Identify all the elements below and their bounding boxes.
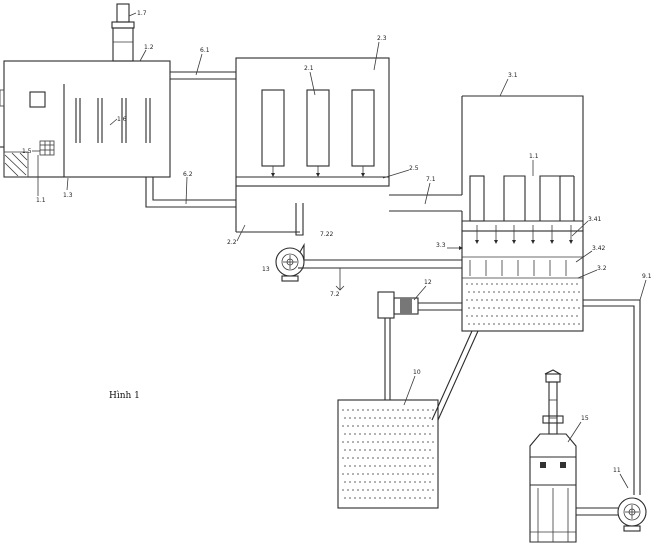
fan-11-base [623, 525, 641, 532]
tray-3 [351, 89, 375, 167]
pipe-7-1 [389, 194, 462, 212]
drying-chamber [235, 57, 390, 233]
return-pipe [431, 330, 479, 421]
drying-chamber-body [235, 57, 390, 187]
leader-lines [32, 12, 647, 489]
scrubber-body [529, 433, 577, 543]
fan-11-rotor [623, 503, 641, 521]
label-3-42: 3.42 [592, 245, 606, 252]
label-6-1: 6.1 [200, 47, 210, 54]
fan-13-rotor [281, 253, 299, 271]
label-2-2: 2.2 [227, 239, 237, 246]
label-6-2: 6.2 [183, 171, 193, 178]
stack-collar [545, 373, 561, 383]
furnace-body [3, 60, 171, 178]
label-9-1: 9.1 [642, 273, 652, 280]
spray-nozzles [469, 260, 567, 276]
label-1-7: 1.7 [137, 10, 147, 17]
fan-13 [275, 203, 462, 291]
scrubber-port-right [560, 462, 566, 468]
pipe-6-1 [170, 71, 236, 80]
labels: 1.7 1.2 6.1 2.3 2.1 1.6 1.5 1.1 1.3 6.2 … [22, 10, 652, 474]
treatment-tank [461, 95, 584, 332]
fan-13-base [281, 275, 299, 282]
cartridge-2 [503, 175, 526, 221]
label-1-3: 1.3 [63, 192, 73, 199]
heating-tubes [75, 98, 151, 143]
furnace-window [29, 91, 46, 108]
tank-lower-body [461, 230, 584, 332]
tray-1 [261, 89, 285, 167]
flow-arrows-tank [475, 225, 573, 244]
liquid-pattern-tank [466, 283, 580, 325]
cartridge-3 [539, 175, 561, 221]
fan-11 [576, 497, 647, 532]
label-3-41: 3.41 [588, 216, 602, 223]
ash-hatching [4, 152, 28, 177]
pipe-6-2 [145, 177, 236, 208]
fuel-basket [39, 140, 55, 156]
exhaust-stack-15 [529, 369, 577, 543]
label-10: 10 [413, 369, 421, 376]
pump-12 [377, 291, 462, 400]
label-3-1: 3.1 [508, 72, 518, 79]
storage-tank-10 [337, 399, 439, 509]
furnace-unit [0, 3, 171, 178]
cartridge-1 [469, 175, 485, 222]
stack-pipe [548, 381, 558, 435]
pump-12-body [377, 291, 395, 319]
label-1-1-tank: 1.1 [529, 153, 539, 160]
scrubber-port-left [540, 462, 546, 468]
tray-2 [306, 89, 330, 167]
chimney-cap [116, 3, 130, 23]
stack-cap [544, 369, 563, 375]
chimney-collar [111, 21, 135, 29]
label-3-3: 3.3 [436, 242, 446, 249]
furnace-door [0, 89, 5, 107]
liquid-pattern-storage [342, 409, 434, 499]
label-1-5: 1.5 [22, 148, 32, 155]
label-7-2: 7.2 [330, 291, 340, 298]
flow-arrows-drying [271, 166, 365, 177]
label-13: 13 [262, 266, 270, 273]
stack-flange [542, 415, 564, 424]
figure-caption: Hình 1 [109, 390, 140, 401]
label-15: 15 [581, 415, 589, 422]
label-2-1: 2.1 [304, 65, 314, 72]
label-1-6: 1.6 [117, 116, 127, 123]
label-2-3: 2.3 [377, 35, 387, 42]
label-1-2: 1.2 [144, 44, 154, 51]
label-12: 12 [424, 279, 432, 286]
chimney-stack [112, 27, 134, 62]
ash-pit [3, 151, 29, 178]
label-7-22: 7.22 [320, 231, 334, 238]
storage-tank-body [337, 399, 439, 509]
label-1-1: 1.1 [36, 197, 46, 204]
fuel-grid [40, 141, 54, 155]
label-11: 11 [613, 467, 621, 474]
label-3-2: 3.2 [597, 265, 607, 272]
label-7-1: 7.1 [426, 176, 436, 183]
label-2-5: 2.5 [409, 165, 419, 172]
pump-12-motor-core [400, 298, 412, 314]
tank-upper-right [462, 95, 584, 231]
pipe-9-1 [583, 299, 641, 495]
